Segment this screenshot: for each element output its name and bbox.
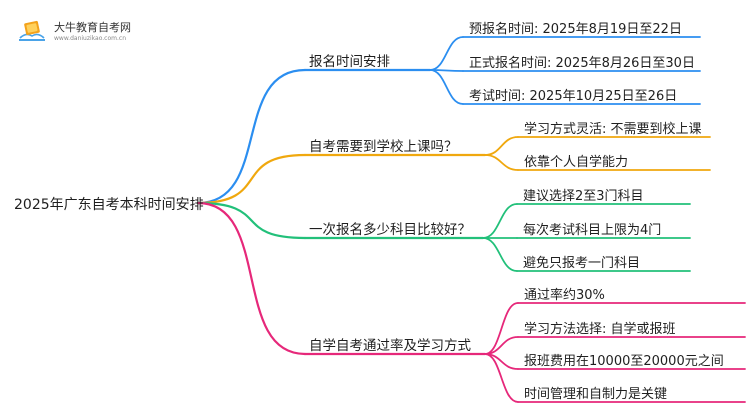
leaf-label-4-4: 时间管理和自制力是关键 xyxy=(524,387,668,402)
leaf-connector-4-4 xyxy=(484,353,519,403)
branch-label-4: 自学自考通过率及学习方式 xyxy=(309,338,471,354)
leaf-connector-3-3 xyxy=(482,237,518,272)
leaf-label-3-1: 建议选择2至3门科目 xyxy=(523,189,644,204)
branch-connector-3 xyxy=(196,201,307,240)
leaf-label-3-2: 每次考试科目上限为4门 xyxy=(523,223,662,238)
leaf-connector-1-1 xyxy=(429,36,464,71)
leaf-label-1-2: 正式报名时间: 2025年8月26日至30日 xyxy=(469,56,695,71)
leaf-label-3-3: 避免只报考一门科目 xyxy=(523,256,641,271)
leaf-connector-2-2 xyxy=(484,154,519,171)
leaf-connector-2-1 xyxy=(484,136,519,156)
branch-label-1: 报名时间安排 xyxy=(309,54,390,70)
leaf-connector-4-1 xyxy=(484,302,519,355)
leaf-label-4-3: 报班费用在10000至20000元之间 xyxy=(524,354,724,369)
branch-label-3: 一次报名多少科目比较好？ xyxy=(309,222,471,238)
leaf-label-4-1: 通过率约30% xyxy=(524,288,605,303)
site-logo: 大牛教育自考网 www.daniuzikao.com.cn xyxy=(14,16,164,48)
book-icon xyxy=(19,20,45,41)
logo-title: 大牛教育自考网 xyxy=(54,21,131,34)
branch-connector-4 xyxy=(196,201,307,356)
leaf-label-2-1: 学习方式灵活: 不需要到校上课 xyxy=(524,122,702,137)
branch-connector-1 xyxy=(196,68,307,205)
leaf-connector-1-3 xyxy=(429,69,464,105)
leaf-label-1-3: 考试时间: 2025年10月25日至26日 xyxy=(469,89,678,104)
leaf-label-2-2: 依靠个人自学能力 xyxy=(524,155,629,170)
leaf-connector-3-1 xyxy=(482,203,518,239)
branch-connector-2 xyxy=(196,153,307,205)
root-node-label: 2025年广东自考本科时间安排 xyxy=(14,197,204,213)
leaf-label-1-1: 预报名时间: 2025年8月19日至22日 xyxy=(469,22,682,37)
leaf-label-4-2: 学习方法选择: 自学或报班 xyxy=(524,322,676,337)
logo-url: www.daniuzikao.com.cn xyxy=(54,35,126,42)
branch-label-2: 自考需要到学校上课吗？ xyxy=(309,139,458,155)
